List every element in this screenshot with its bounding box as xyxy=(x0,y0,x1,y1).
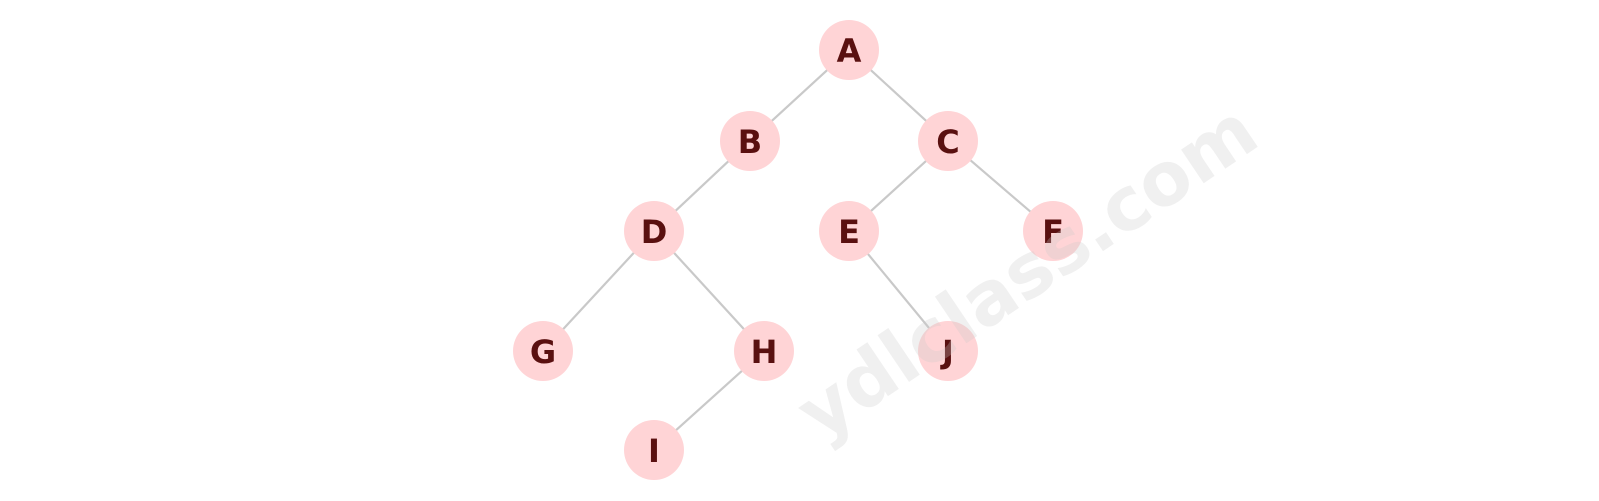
node-label-a: A xyxy=(837,32,862,70)
tree-node-g: G xyxy=(513,321,573,381)
tree-node-i: I xyxy=(624,420,684,480)
tree-node-c: C xyxy=(918,111,978,171)
node-label-b: B xyxy=(738,123,762,161)
edge-e-j xyxy=(865,250,932,332)
edge-a-c xyxy=(867,67,930,124)
node-label-j: J xyxy=(940,333,954,371)
node-label-d: D xyxy=(641,213,668,251)
tree-node-h: H xyxy=(734,321,794,381)
tree-node-d: D xyxy=(624,201,684,261)
edge-h-i xyxy=(672,367,746,434)
node-label-c: C xyxy=(936,123,959,161)
edge-c-f xyxy=(967,157,1034,215)
edge-c-e xyxy=(867,158,930,214)
node-circle-a xyxy=(819,20,879,80)
node-circle-e xyxy=(819,201,879,261)
watermark-text: ydlclass.com xyxy=(782,87,1273,457)
node-circle-c xyxy=(918,111,978,171)
edge-b-d xyxy=(672,158,732,214)
tree-node-j: J xyxy=(918,321,978,381)
edges-layer xyxy=(560,67,1034,434)
node-circle-b xyxy=(720,111,780,171)
node-circle-i xyxy=(624,420,684,480)
tree-node-a: A xyxy=(819,20,879,80)
node-label-f: F xyxy=(1042,213,1064,251)
node-circle-h xyxy=(734,321,794,381)
edge-d-g xyxy=(560,249,637,333)
node-label-h: H xyxy=(751,333,778,371)
node-label-g: G xyxy=(530,333,556,371)
edge-d-h xyxy=(671,249,747,333)
node-circle-d xyxy=(624,201,684,261)
node-circle-g xyxy=(513,321,573,381)
tree-node-b: B xyxy=(720,111,780,171)
node-circle-f xyxy=(1023,201,1083,261)
node-label-e: E xyxy=(838,213,860,251)
edge-a-b xyxy=(768,67,831,124)
node-label-i: I xyxy=(648,432,660,470)
tree-node-f: F xyxy=(1023,201,1083,261)
tree-node-e: E xyxy=(819,201,879,261)
node-circle-j xyxy=(918,321,978,381)
nodes-layer: A B C D E F G H I J xyxy=(513,20,1083,480)
